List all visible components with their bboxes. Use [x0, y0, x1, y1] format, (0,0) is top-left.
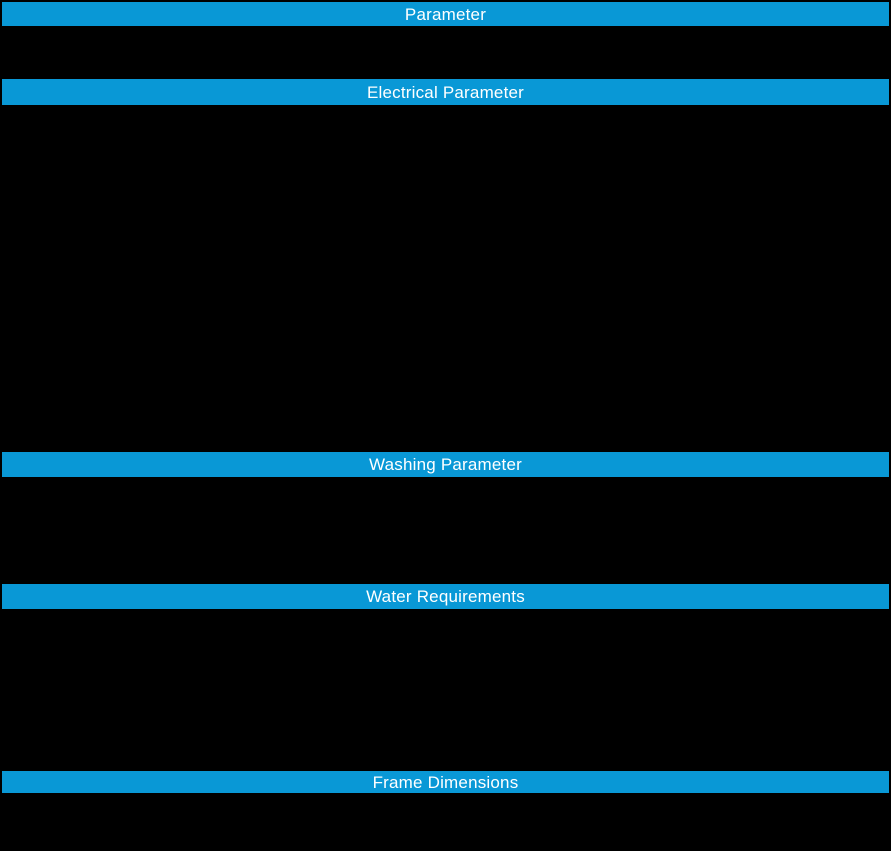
section-header-washing-parameter: Washing Parameter — [2, 452, 889, 477]
section-header-parameter-label: Parameter — [404, 4, 487, 24]
section-header-water-requirements-label: Water Requirements — [366, 587, 525, 606]
section-header-water-requirements: Water Requirements — [2, 584, 889, 609]
section-header-frame-dimensions: Frame Dimensions — [2, 771, 889, 793]
section-body-washing-parameter — [2, 477, 889, 584]
section-header-parameter: Parameter — [2, 2, 889, 26]
section-body-parameter — [2, 26, 889, 79]
section-body-water-requirements — [2, 609, 889, 771]
section-header-electrical-parameter-label: Electrical Parameter — [366, 82, 525, 102]
section-body-frame-dimensions — [2, 793, 889, 851]
section-header-electrical-parameter: Electrical Parameter — [2, 79, 889, 105]
section-body-electrical-parameter — [2, 105, 889, 452]
section-header-frame-dimensions-label: Frame Dimensions — [372, 772, 519, 792]
section-header-washing-parameter-label: Washing Parameter — [369, 455, 522, 474]
